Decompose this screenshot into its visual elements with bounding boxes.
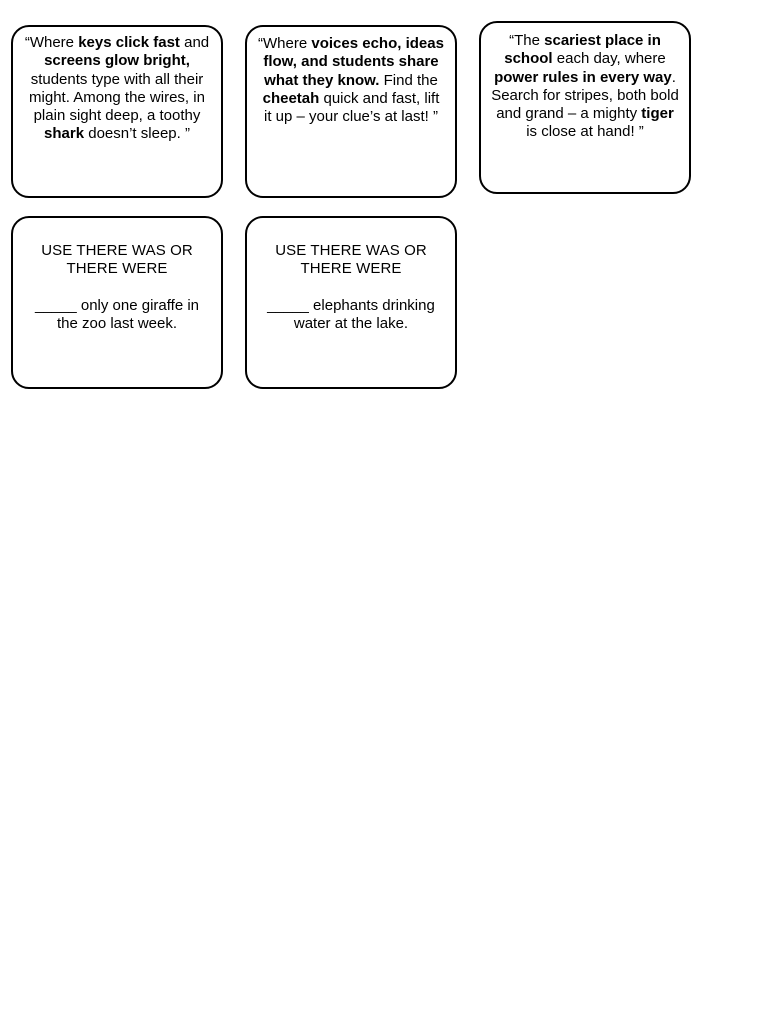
grammar-card-elephants: USE THERE WAS OR THERE WERE _____ elepha… (245, 216, 457, 389)
riddle-bold-text: power rules in every way (494, 68, 672, 86)
riddle-bold-text: tiger (641, 105, 674, 123)
riddle-card-shark: “Where keys click fast and screens glow … (11, 25, 223, 198)
riddle-text: . Search for stripes, both bold and gran… (491, 68, 683, 123)
riddle-bold-text: keys click fast (78, 34, 180, 51)
riddle-text: “Where (258, 35, 312, 52)
riddle-text: Find the (379, 71, 442, 89)
riddle-card-cheetah: “Where voices echo, ideas flow, and stud… (245, 25, 457, 198)
riddle-card-tiger: “The scariest place in school each day, … (479, 21, 691, 194)
riddle-text: “The (509, 32, 545, 49)
grammar-card-giraffe: USE THERE WAS OR THERE WERE _____ only o… (11, 216, 223, 389)
riddle-text: quick and fast, lift it up – your clue’s… (264, 89, 444, 126)
grammar-instruction: USE THERE WAS OR THERE WERE (41, 242, 193, 278)
fill-in-sentence: _____ only one giraffe in the zoo last w… (34, 296, 200, 332)
riddle-bold-text: cheetah (262, 89, 320, 107)
fill-in-sentence: _____ elephants drinking water at the la… (267, 296, 435, 332)
riddle-text: is close at hand! ” (526, 105, 678, 141)
riddle-bold-text: voices echo, ideas flow, and students sh… (263, 35, 449, 89)
riddle-bold-text: shark (44, 125, 85, 143)
riddle-text: doesn’t sleep. ” (84, 125, 190, 143)
riddle-text: and (179, 34, 214, 51)
riddle-text: each day, where (552, 50, 670, 68)
riddle-bold-text: scariest place in school (504, 32, 666, 68)
spacer (23, 279, 211, 297)
spacer (257, 279, 445, 297)
riddle-text: students type with all their might. Amon… (29, 52, 210, 125)
riddle-bold-text: screens glow bright, (44, 52, 190, 70)
grammar-instruction: USE THERE WAS OR THERE WERE (275, 242, 427, 278)
riddle-text: “Where (24, 34, 79, 51)
